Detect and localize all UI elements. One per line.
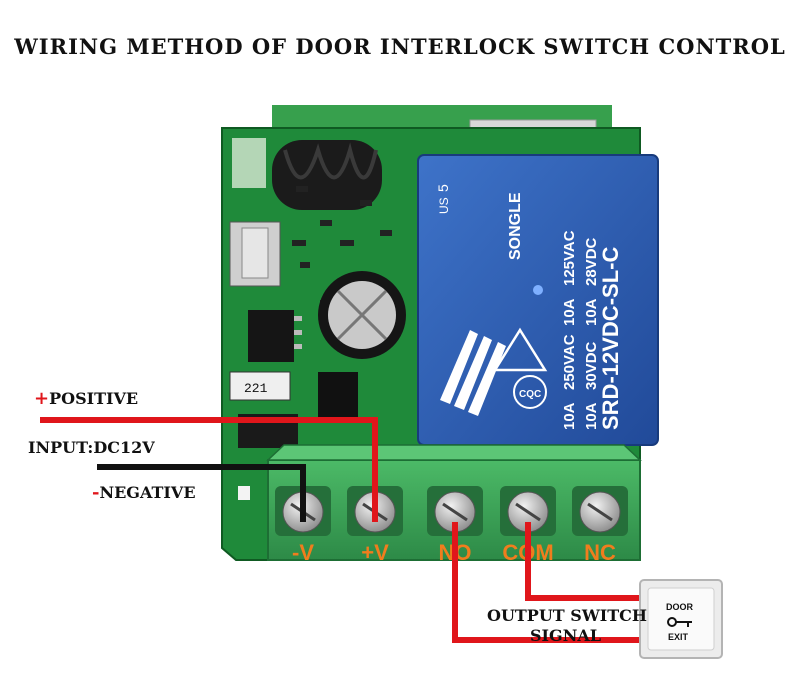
positive-wire: [40, 417, 378, 522]
resistor-code: 221: [244, 381, 268, 396]
positive-sign: +: [34, 388, 50, 409]
terminal-label-1: +V: [361, 540, 389, 565]
pcb-edge-silkscreen: [232, 138, 266, 188]
songle-logo-icon: [440, 330, 506, 416]
status-led: [238, 486, 250, 500]
exit-button: DOOR EXIT: [639, 579, 723, 659]
output-wire-com: [525, 522, 650, 601]
terminal-screw-nc: [572, 486, 628, 536]
positive-text: POSITIVE: [49, 389, 139, 408]
diagram-title: WIRING METHOD OF DOOR INTERLOCK SWITCH C…: [14, 34, 786, 59]
negative-text: NEGATIVE: [99, 483, 196, 502]
led-area: [232, 470, 258, 540]
relay-rating-1: 10A: [561, 402, 578, 430]
relay-brand: SONGLE: [507, 192, 524, 260]
relay-rating-8: 28VDC: [583, 237, 600, 286]
exit-button-top-text: DOOR: [666, 602, 694, 612]
terminal-label-0: -V: [292, 540, 314, 565]
relay-cert-us: US: [437, 197, 451, 214]
terminal-screw-com: [500, 486, 556, 536]
electrolytic-capacitor: [318, 271, 406, 359]
cqc-mark: CQC: [513, 375, 547, 409]
terminal-label-4: NC: [584, 540, 616, 565]
relay-indicator-dot: [533, 285, 543, 295]
relay-rating-5: 10A: [583, 402, 600, 430]
antenna-coil: [272, 140, 382, 210]
wires: [40, 417, 655, 643]
negative-label: -NEGATIVE: [92, 482, 196, 503]
output-label-line1: OUTPUT SWITCH: [487, 606, 648, 625]
relay-rating-3: 10A: [561, 298, 578, 326]
input-voltage-label: INPUT:DC12V: [28, 438, 155, 457]
output-wire-no: [452, 522, 655, 643]
key-icon: [667, 617, 692, 627]
relay-rating-2: 250VAC: [561, 334, 578, 390]
smd-resistor: [229, 371, 291, 401]
warning-triangle-icon: [492, 327, 548, 372]
ic-pins: [294, 316, 302, 349]
relay-cert-number: 5: [435, 184, 451, 192]
relay-model: SRD-12VDC-SL-C: [598, 247, 623, 430]
relay: SRD-12VDC-SL-C 10A 250VAC 10A 125VAC 10A…: [417, 154, 659, 446]
exit-button-bottom-text: EXIT: [668, 632, 689, 642]
output-label-line2: SIGNAL: [530, 626, 601, 645]
negative-sign: -: [92, 482, 100, 503]
svg-text:CQC: CQC: [519, 389, 541, 400]
negative-wire: [97, 464, 306, 522]
relay-rating-6: 30VDC: [583, 341, 600, 390]
relay-rating-4: 125VAC: [561, 230, 578, 286]
positive-label: +POSITIVE: [34, 388, 138, 409]
transistor-component: [318, 372, 358, 420]
ic-chip: [248, 310, 294, 362]
terminal-screw-no: [427, 486, 483, 536]
learn-button: [229, 221, 281, 287]
relay-rating-7: 10A: [583, 298, 600, 326]
